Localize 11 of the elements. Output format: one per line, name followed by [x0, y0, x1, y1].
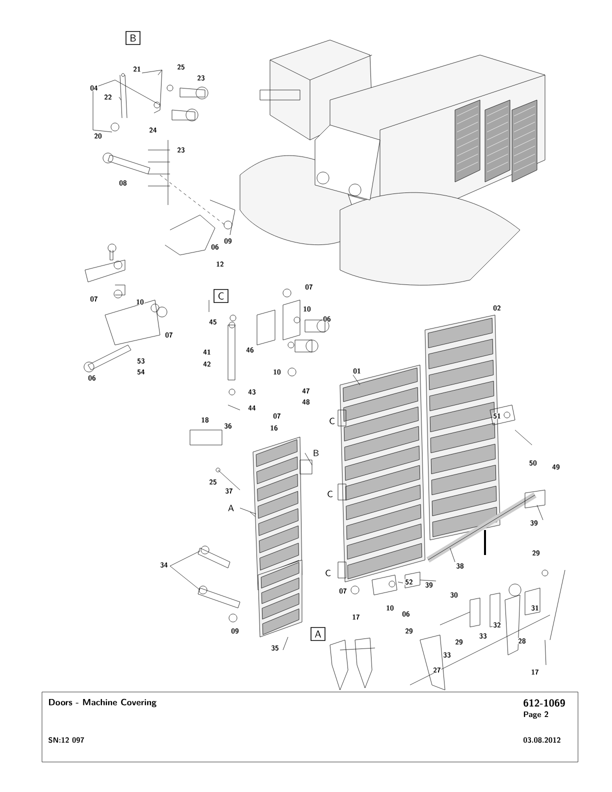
detail-view-box: B: [126, 31, 140, 45]
page-number: Page 2: [524, 711, 548, 719]
title: Doors - Machine Covering: [49, 698, 156, 708]
callout-number: C: [326, 490, 334, 498]
callout-number: B: [312, 449, 320, 457]
callout-number: C: [328, 417, 336, 425]
detail-view-box: A: [310, 627, 326, 641]
callout-number: C: [324, 569, 332, 577]
callout-number: A: [227, 504, 235, 512]
title-code: 612-1069: [524, 699, 565, 707]
detail-view-box: C: [214, 289, 228, 303]
